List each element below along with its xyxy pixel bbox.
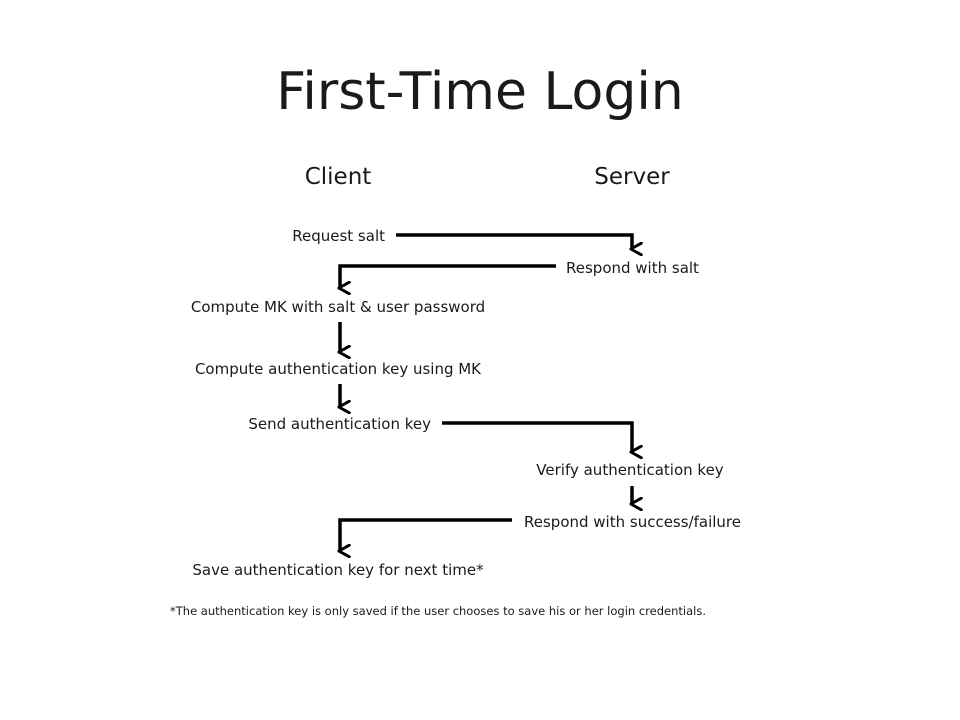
step-compute-mk: Compute MK with salt & user password: [190, 298, 486, 316]
step-request-salt: Request salt: [292, 227, 385, 245]
slide-title: First-Time Login: [276, 62, 684, 122]
step-save-auth-key: Save authentication key for next time*: [192, 561, 484, 579]
arrow-send-to-server: [442, 421, 632, 452]
step-respond-with-salt: Respond with salt: [566, 259, 699, 277]
step-verify-auth-key: Verify authentication key: [536, 461, 724, 479]
footnote: *The authentication key is only saved if…: [170, 604, 706, 618]
arrow-request-to-server: [396, 233, 632, 249]
arrow-salt-to-client: [340, 264, 556, 288]
step-respond-success-failure: Respond with success/failure: [524, 513, 741, 531]
server-column-header: Server: [594, 164, 670, 190]
step-send-auth-key: Send authentication key: [248, 415, 431, 433]
client-column-header: Client: [304, 164, 372, 190]
step-compute-auth-key: Compute authentication key using MK: [194, 360, 482, 378]
arrow-result-to-client: [340, 518, 512, 551]
